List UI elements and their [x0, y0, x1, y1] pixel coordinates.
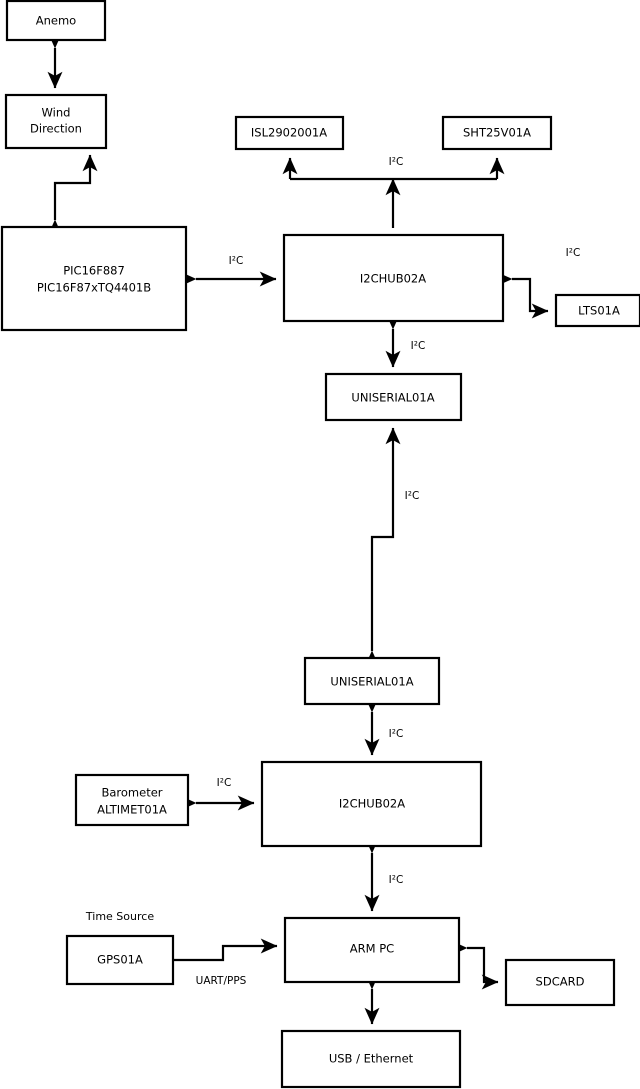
node-isl2902001a[interactable]: ISL2902001A	[234, 115, 345, 151]
connector-hub-lts	[495, 271, 549, 319]
edge-label-pic-hub: I²C	[229, 255, 244, 267]
node-usb-ethernet-label: USB / Ethernet	[329, 1052, 414, 1066]
node-lts01a[interactable]: LTS01A	[554, 293, 640, 328]
connector-armpc-sdcard	[450, 940, 499, 990]
node-anemo-box	[5, 0, 107, 42]
connector-gps-armpc	[173, 938, 278, 962]
node-isl2902001a-label: ISL2902001A	[251, 126, 327, 140]
node-gps01a[interactable]: GPS01A	[65, 934, 175, 986]
edge-label-uniserial-hub-bot: I²C	[389, 728, 404, 740]
node-sdcard-box	[504, 958, 616, 1007]
node-arm-pc[interactable]: ARM PC	[283, 916, 461, 984]
node-anemo[interactable]: Anemo	[5, 0, 107, 42]
node-pic[interactable]: PIC16F887 PIC16F87xTQ4401B	[0, 225, 188, 332]
node-uniserial01a-top-box	[324, 372, 463, 422]
node-pic-label-line2: PIC16F87xTQ4401B	[37, 281, 151, 295]
node-anemo-label: Anemo	[36, 14, 76, 28]
node-sdcard-label: SDCARD	[536, 975, 585, 989]
node-uniserial01a-bottom-label: UNISERIAL01A	[330, 675, 413, 689]
node-sht25v01a[interactable]: SHT25V01A	[441, 115, 553, 151]
connector-wind-pic	[47, 154, 98, 237]
node-lts01a-label: LTS01A	[578, 304, 620, 318]
edge-label-uniserial-link: I²C	[405, 490, 420, 502]
node-isl2902001a-box	[234, 115, 345, 151]
connector-uniserial-link	[364, 427, 401, 668]
node-arm-pc-box	[283, 916, 461, 984]
edge-label-baro-hub: I²C	[217, 777, 232, 789]
node-uniserial01a-bottom[interactable]: UNISERIAL01A	[303, 656, 441, 706]
node-wind-direction[interactable]: Wind Direction	[4, 93, 108, 150]
node-i2chub02a-top-label: I2CHUB02A	[360, 272, 426, 286]
edge-label-hub-sensors: I²C	[389, 156, 404, 168]
node-barometer-label-line1: Barometer	[101, 786, 162, 800]
node-gps01a-label: GPS01A	[97, 953, 143, 967]
edge-label-gps-armpc: UART/PPS	[196, 975, 247, 987]
node-i2chub02a-top[interactable]: I2CHUB02A	[282, 233, 505, 323]
node-uniserial01a-top-label: UNISERIAL01A	[351, 391, 434, 405]
node-wind-direction-label-line1: Wind	[42, 106, 71, 120]
node-i2chub02a-bottom[interactable]: I2CHUB02A	[260, 760, 483, 848]
node-sdcard[interactable]: SDCARD	[504, 958, 616, 1007]
node-i2chub02a-bottom-label: I2CHUB02A	[339, 797, 405, 811]
node-pic-box	[0, 225, 188, 332]
edge-label-hub-armpc: I²C	[389, 874, 404, 886]
node-uniserial01a-top[interactable]: UNISERIAL01A	[324, 372, 463, 422]
node-barometer-label-line2: ALTIMET01A	[97, 803, 167, 817]
node-lts01a-box	[554, 293, 640, 328]
node-usb-ethernet-box	[280, 1029, 462, 1089]
edge-label-hub-lts: I²C	[566, 247, 581, 259]
node-barometer-box	[74, 773, 190, 827]
node-barometer[interactable]: Barometer ALTIMET01A	[74, 773, 190, 827]
node-wind-direction-box	[4, 93, 108, 150]
node-sht25v01a-box	[441, 115, 553, 151]
node-arm-pc-label: ARM PC	[350, 942, 394, 956]
node-i2chub02a-bottom-box	[260, 760, 483, 848]
node-wind-direction-label-line2: Direction	[30, 122, 82, 136]
node-sht25v01a-label: SHT25V01A	[463, 126, 531, 140]
node-uniserial01a-bottom-box	[303, 656, 441, 706]
node-i2chub02a-top-box	[282, 233, 505, 323]
node-pic-label-line1: PIC16F887	[63, 264, 125, 278]
node-usb-ethernet[interactable]: USB / Ethernet	[280, 1029, 462, 1089]
edge-label-hub-uniserial: I²C	[411, 340, 426, 352]
label-time-source: Time Source	[85, 910, 154, 923]
node-gps01a-box	[65, 934, 175, 986]
